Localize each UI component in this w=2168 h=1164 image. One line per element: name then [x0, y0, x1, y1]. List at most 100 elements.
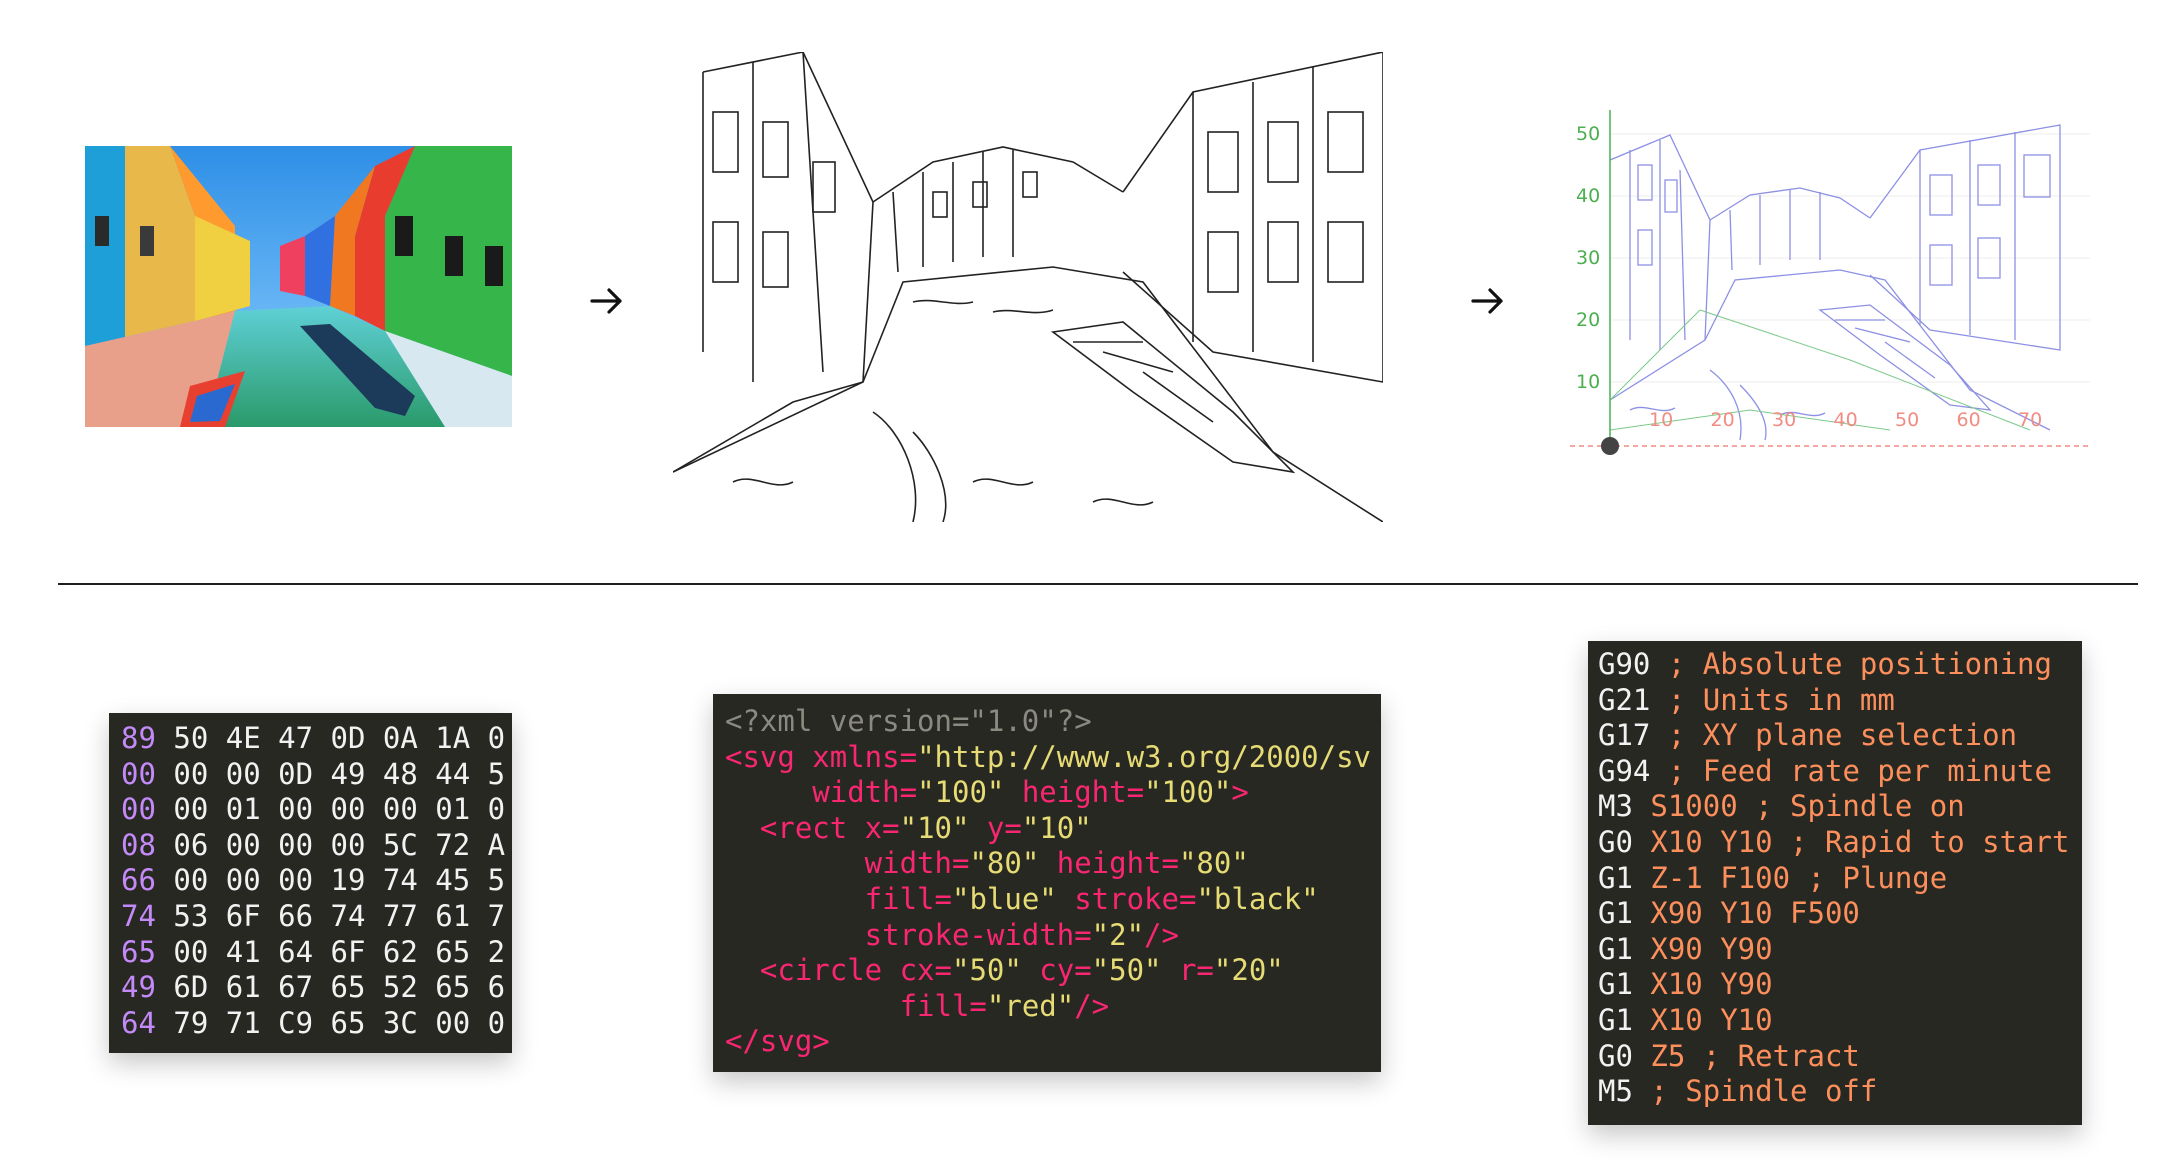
gcode-command: G1	[1598, 1002, 1633, 1037]
gcode-command: G0	[1598, 824, 1633, 859]
code-token: >	[1231, 775, 1249, 810]
code-token: "50"	[1091, 953, 1162, 988]
code-token: <circle cx=	[725, 953, 952, 988]
xml-declaration: <?xml version="1.0"?>	[725, 704, 1092, 738]
hex-row-lead-byte: 64	[121, 1005, 156, 1040]
gcode-arguments: X90 Y90	[1632, 931, 1773, 966]
hex-row-lead-byte: 00	[121, 756, 156, 791]
code-token: height=	[1039, 846, 1179, 881]
gcode-line: G1 X90 Y90	[1598, 932, 2082, 968]
gcode-line: G1 Z-1 F100 ; Plunge	[1598, 861, 2082, 897]
gcode-command: G1	[1598, 931, 1633, 966]
gcode-arguments: ; Absolute positioning	[1650, 647, 2052, 681]
code-token: width=	[725, 775, 918, 810]
hex-row-lead-byte: 65	[121, 934, 156, 969]
hex-row-lead-byte: 08	[121, 827, 156, 862]
gcode-line: G1 X90 Y10 F500	[1598, 896, 2082, 932]
y-tick-label: 20	[1576, 309, 1600, 331]
code-token: "black"	[1196, 881, 1319, 916]
code-token: />	[1144, 917, 1179, 952]
gcode-command: G0	[1598, 1038, 1633, 1073]
x-tick-label: 60	[1957, 409, 1981, 431]
hex-row: 65 00 41 64 6F 62 65 2	[121, 935, 512, 971]
gcode-arguments: X10 Y90	[1632, 967, 1773, 1002]
code-token: fill=	[725, 881, 952, 916]
right-arrow-icon	[583, 277, 631, 325]
hex-row-bytes: 00 00 00 19 74 45 5	[173, 863, 506, 898]
code-line: <?xml version="1.0"?>	[725, 704, 1381, 740]
code-line: <svg xmlns="http://www.w3.org/2000/sv	[725, 740, 1381, 776]
gcode-line: G0 X10 Y10 ; Rapid to start	[1598, 825, 2082, 861]
hex-row: 66 00 00 00 19 74 45 5	[121, 863, 512, 899]
gcode-arguments: S1000 ; Spindle on	[1632, 789, 1965, 824]
code-token: "50"	[951, 953, 1022, 988]
gcode-line: G0 Z5 ; Retract	[1598, 1039, 2082, 1075]
hex-row-bytes: 06 00 00 00 5C 72 A	[173, 827, 506, 862]
hex-row: 00 00 01 00 00 00 01 0	[121, 792, 512, 828]
code-token: fill=	[725, 988, 987, 1023]
hex-row: 89 50 4E 47 0D 0A 1A 0	[121, 721, 512, 757]
hex-row: 64 79 71 C9 65 3C 00 0	[121, 1006, 512, 1042]
gcode-line: G1 X10 Y90	[1598, 967, 2082, 1003]
code-line: width="80" height="80"	[725, 846, 1381, 882]
code-token: stroke=	[1056, 881, 1197, 916]
gcode-arguments: ; XY plane selection	[1650, 718, 2018, 753]
code-token: "80"	[1178, 846, 1249, 881]
gcode-arguments: X10 Y10 ; Rapid to start	[1632, 824, 2070, 859]
code-token: "2"	[1091, 917, 1145, 952]
gcode-command: M3	[1598, 789, 1633, 824]
gcode-arguments: X90 Y10 F500	[1632, 896, 1860, 931]
canal-photo	[85, 146, 512, 427]
code-token: r=	[1161, 953, 1214, 988]
gcode-command: G1	[1598, 967, 1633, 1002]
gcode-line: M5 ; Spindle off	[1598, 1074, 2082, 1110]
x-tick-label: 30	[1772, 409, 1796, 431]
gcode-command: G94	[1598, 753, 1651, 788]
y-tick-label: 30	[1576, 247, 1600, 269]
code-token: "80"	[969, 846, 1040, 881]
gcode-arguments: Z-1 F100 ; Plunge	[1632, 860, 1948, 895]
code-line: width="100" height="100">	[725, 775, 1381, 811]
code-line: fill="blue" stroke="black"	[725, 882, 1381, 918]
code-token: <rect x=	[725, 810, 900, 845]
code-token: "100"	[1144, 775, 1232, 810]
hex-row-bytes: 00 01 00 00 00 01 0	[173, 792, 506, 827]
hex-row-bytes: 79 71 C9 65 3C 00 0	[173, 1005, 506, 1040]
code-token: "red"	[986, 988, 1075, 1023]
y-tick-label: 40	[1576, 185, 1600, 207]
hex-row: 49 6D 61 67 65 52 65 6	[121, 970, 512, 1006]
x-tick-label: 50	[1895, 409, 1919, 431]
hex-row: 74 53 6F 66 74 77 61 7	[121, 899, 512, 935]
code-line: </svg>	[725, 1024, 1381, 1060]
hex-row-lead-byte: 89	[121, 721, 156, 755]
hex-row-lead-byte: 66	[121, 863, 156, 898]
gcode-command: G1	[1598, 896, 1633, 931]
gcode-arguments: ; Feed rate per minute	[1650, 753, 2052, 788]
hex-row: 08 06 00 00 00 5C 72 A	[121, 828, 512, 864]
code-token: stroke-width=	[725, 917, 1092, 952]
hex-row: 00 00 00 0D 49 48 44 5	[121, 757, 512, 793]
code-token: y=	[969, 810, 1022, 845]
code-line: stroke-width="2"/>	[725, 918, 1381, 954]
code-token: width=	[725, 846, 970, 881]
gcode-command: M5	[1598, 1074, 1633, 1109]
gcode-command: G1	[1598, 860, 1633, 895]
y-tick-label: 50	[1576, 123, 1600, 145]
x-tick-label: 10	[1649, 409, 1673, 431]
gcode-line: G21 ; Units in mm	[1598, 683, 2082, 719]
y-tick-label: 10	[1576, 371, 1600, 393]
gcode-line: G17 ; XY plane selection	[1598, 718, 2082, 754]
right-arrow-icon	[1464, 277, 1512, 325]
hex-row-bytes: 00 00 0D 49 48 44 5	[173, 756, 506, 791]
code-line: <circle cx="50" cy="50" r="20"	[725, 953, 1381, 989]
gcode-command: G17	[1598, 718, 1651, 753]
code-token: "10"	[1021, 810, 1092, 845]
edge-detected-drawing	[672, 51, 1384, 523]
code-line: fill="red"/>	[725, 989, 1381, 1025]
gcode-line: G1 X10 Y10	[1598, 1003, 2082, 1039]
hex-row-bytes: 50 4E 47 0D 0A 1A 0	[173, 721, 506, 755]
x-tick-label: 70	[2018, 409, 2042, 431]
gcode-line: M3 S1000 ; Spindle on	[1598, 789, 2082, 825]
